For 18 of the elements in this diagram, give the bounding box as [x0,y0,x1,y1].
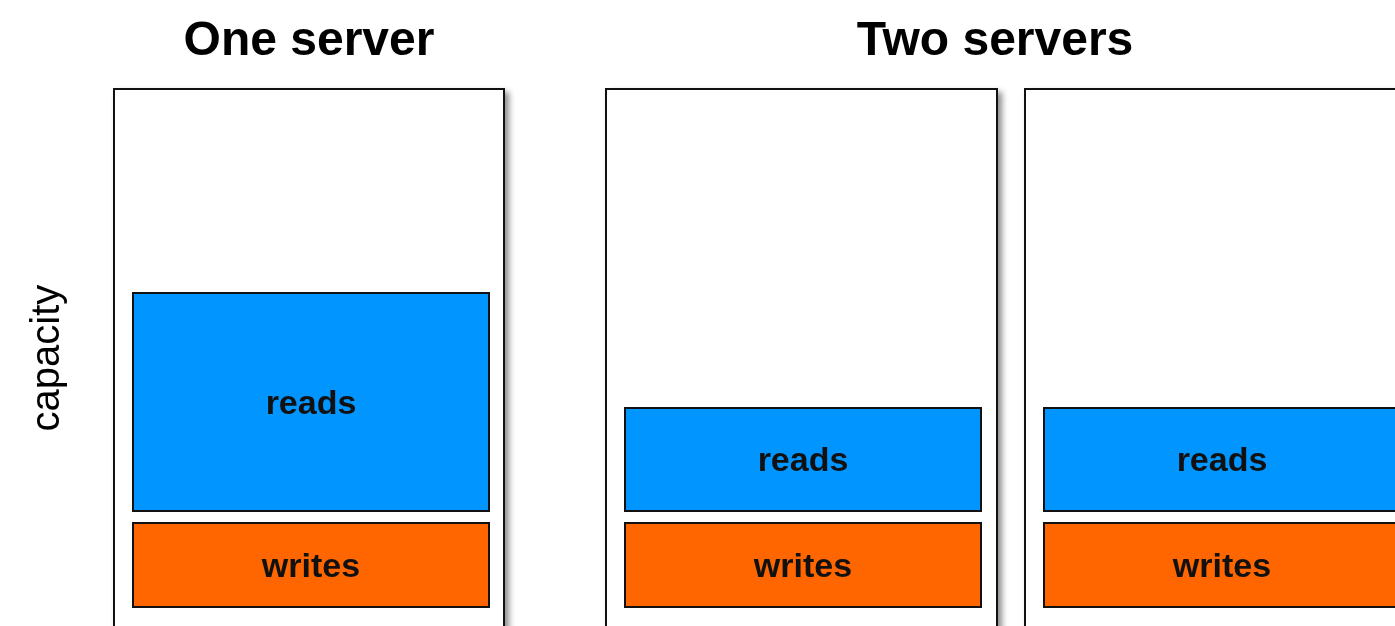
server-box [605,88,998,626]
bar-label: reads [265,382,357,422]
capacity-bar [1043,522,1395,608]
server-box [1024,88,1395,626]
capacity-bar [132,522,490,608]
capacity-bar [624,407,982,512]
bar-label: writes [261,545,361,585]
bar-label: writes [1172,545,1272,585]
bar-label: reads [757,440,849,479]
capacity-bar [624,522,982,608]
heading: One server [183,10,435,66]
axis-label: capacity [22,284,68,432]
server-box [113,88,505,626]
heading: Two servers [856,10,1134,66]
bar-label: writes [753,545,853,585]
capacity-bar [132,292,490,512]
capacity-bar [1043,407,1395,512]
bar-label: reads [1176,440,1268,479]
